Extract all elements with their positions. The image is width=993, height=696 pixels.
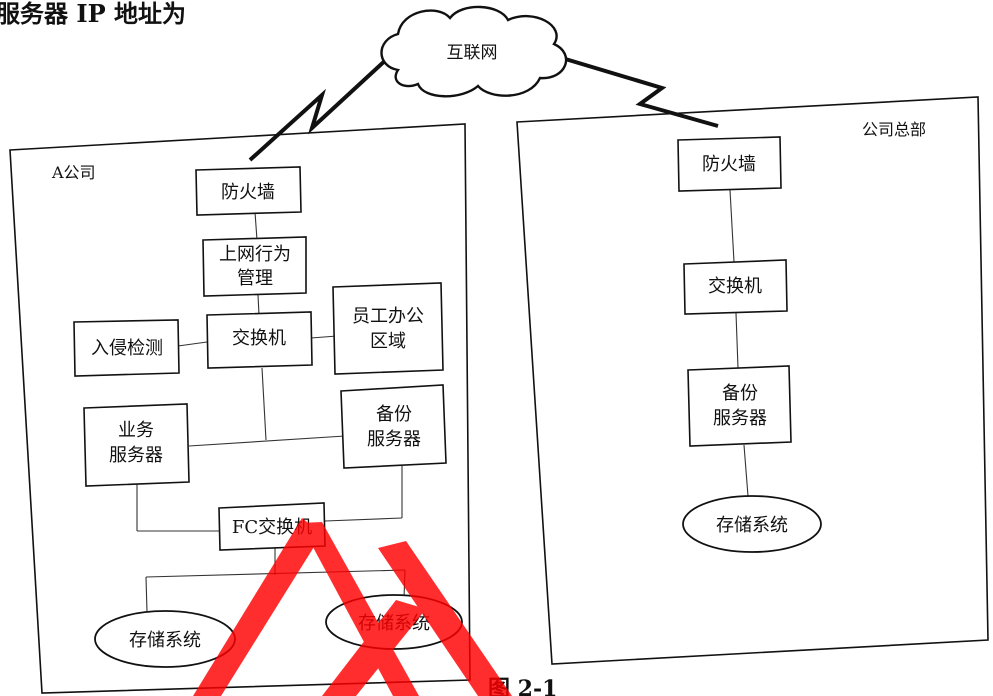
headquarters-internet-link (561, 56, 719, 128)
internet-cloud: 互联网 (380, 5, 568, 98)
headquarters-firewall: 防火墙 (677, 136, 782, 192)
headquarters-firewall-label: 防火墙 (702, 154, 756, 175)
behavior-mgmt-line-1: 上网行为 (219, 244, 291, 265)
staff-area-line-2: 区域 (370, 331, 406, 352)
headquarters-backup-server-box: 备份 服务器 (687, 365, 792, 447)
business-server-box: 业务 服务器 (83, 403, 190, 487)
intrusion-detection-box: 入侵检测 (73, 319, 180, 377)
business-server-line-2: 服务器 (109, 445, 163, 466)
company-a-firewall-label: 防火墙 (221, 182, 275, 203)
behavior-mgmt-line-2: 管理 (237, 268, 273, 289)
header-text: 服务器 IP 地址为 (0, 0, 186, 28)
company-a-switch: 交换机 (206, 311, 313, 369)
company-a-internet-link (248, 56, 390, 162)
headquarters-switch-label: 交换机 (708, 276, 762, 297)
company-a-backup-line-1: 备份 (376, 404, 412, 425)
storage-left-label: 存储系统 (129, 630, 201, 651)
company-a-label: A公司 (51, 163, 96, 182)
business-server-line-1: 业务 (118, 420, 154, 441)
internet-label: 互联网 (447, 43, 498, 63)
company-a-storage-left: 存储系统 (94, 610, 236, 668)
intrusion-detection-label: 入侵检测 (91, 338, 163, 359)
headquarters-backup-line-1: 备份 (722, 383, 758, 404)
headquarters-label: 公司总部 (862, 120, 926, 139)
staff-office-area-box: 员工办公 区域 (332, 282, 444, 375)
company-a-firewall: 防火墙 (195, 166, 302, 216)
company-a-backup-line-2: 服务器 (367, 429, 421, 450)
staff-area-line-1: 员工办公 (352, 306, 424, 327)
headquarters-region (516, 96, 989, 665)
company-a-backup-server-box: 备份 服务器 (340, 384, 447, 469)
headquarters-storage-label: 存储系统 (716, 515, 788, 536)
headquarters-switch: 交换机 (683, 259, 788, 315)
headquarters-backup-line-2: 服务器 (713, 408, 767, 429)
fc-switch-label: FC交换机 (232, 517, 312, 538)
company-a-switch-label: 交换机 (232, 328, 286, 349)
headquarters-storage: 存储系统 (682, 495, 822, 553)
headquarters-links (729, 189, 749, 497)
watermark-stamp (193, 518, 512, 696)
behavior-management-box: 上网行为 管理 (202, 236, 307, 297)
